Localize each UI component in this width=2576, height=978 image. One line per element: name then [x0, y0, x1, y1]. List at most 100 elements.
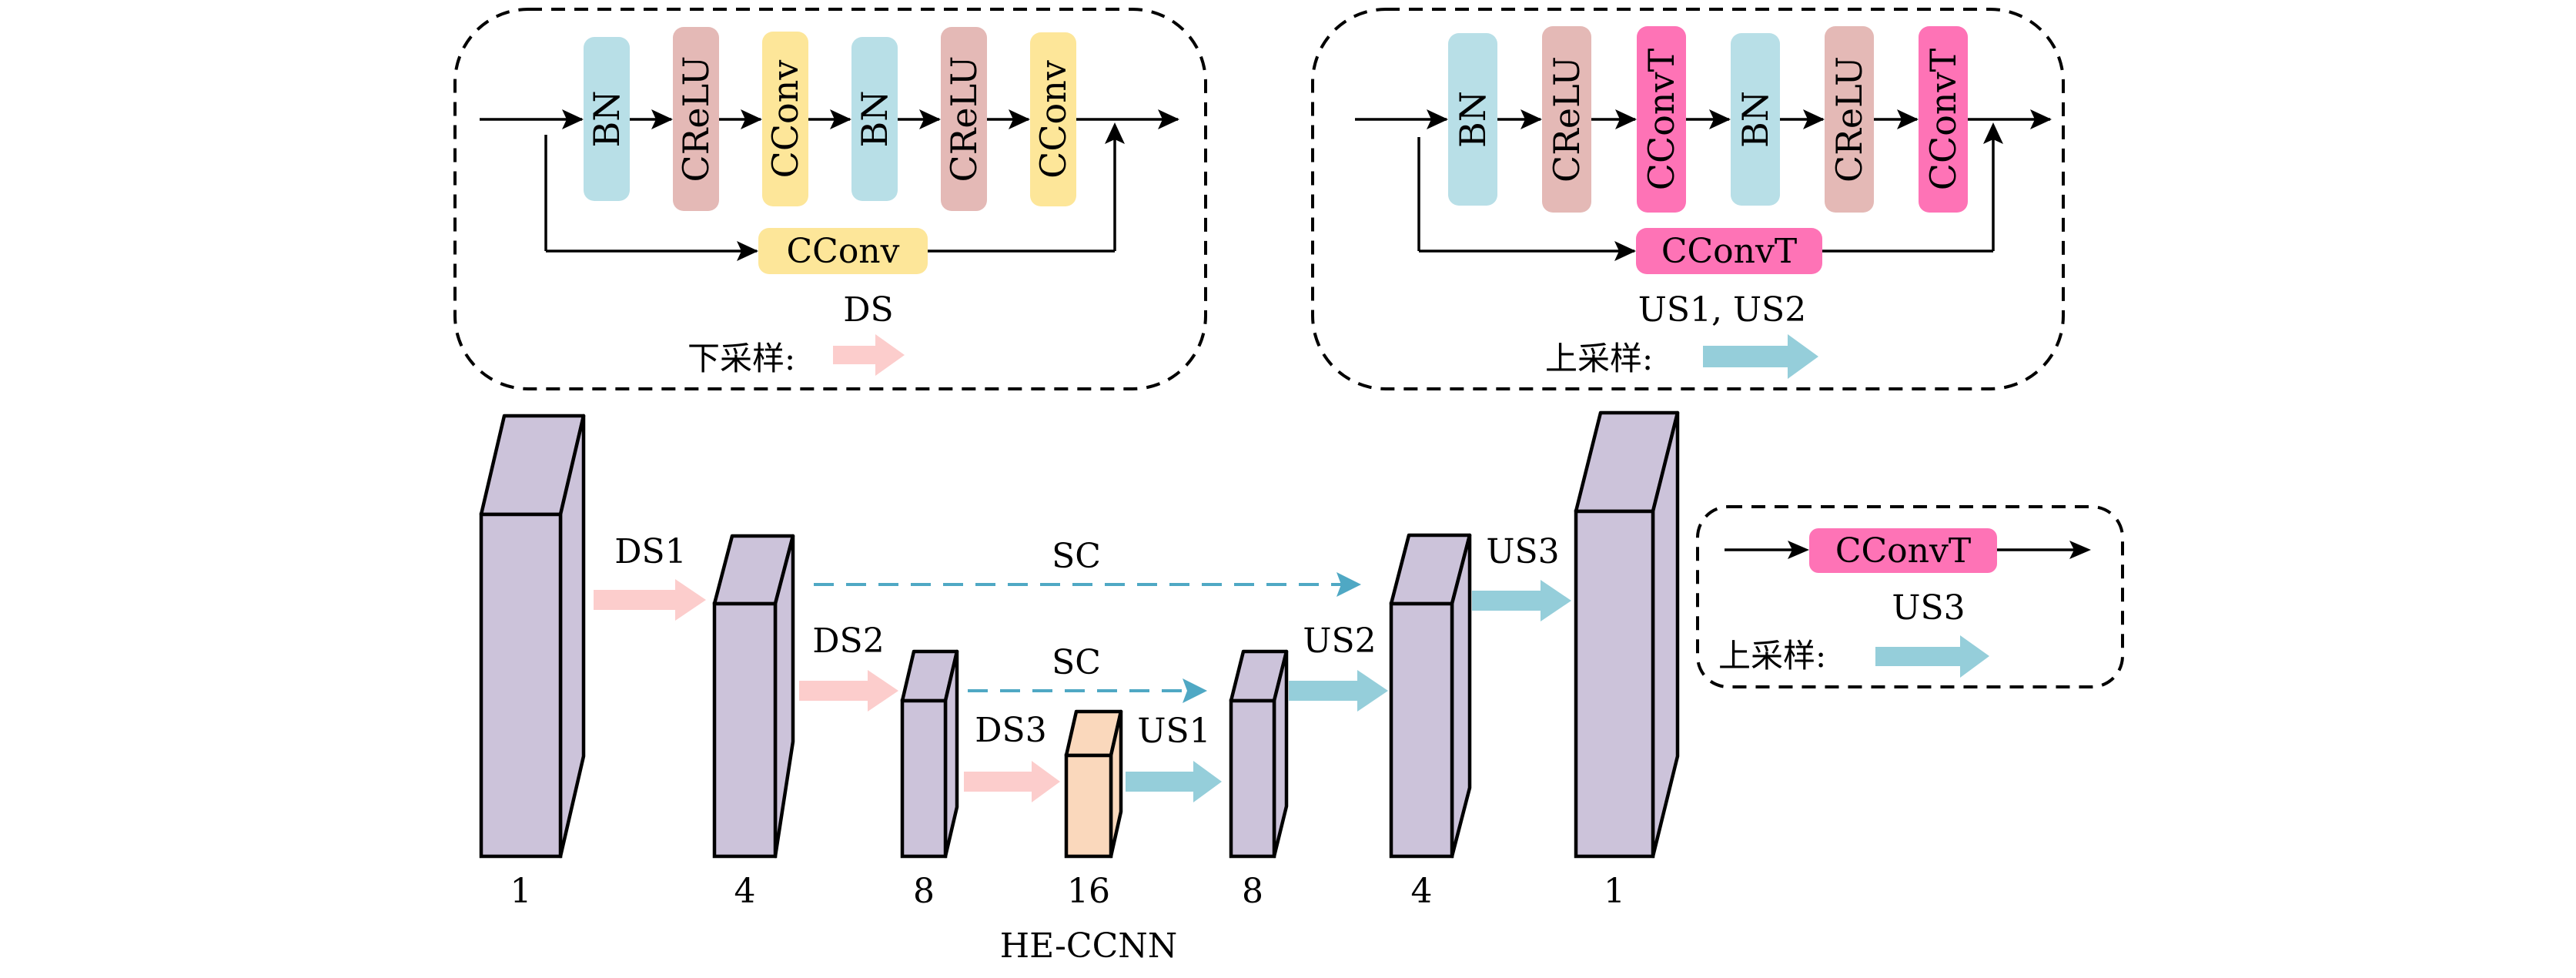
arrowhead-icon	[1615, 109, 1637, 129]
arrowhead-icon	[737, 241, 758, 261]
upsample-legend-arrow-us3	[1875, 635, 1989, 678]
ds-layer-label: CReLU	[943, 56, 985, 183]
arrowhead-icon	[1337, 572, 1361, 597]
ds-layer-cconv: CConv	[762, 32, 808, 206]
ds-skip-layer: CConv	[758, 228, 928, 274]
ds-layer-cconv: CConv	[1030, 32, 1076, 206]
ds-layer-label: CConv	[1032, 60, 1074, 179]
ds-layer-box	[851, 37, 898, 201]
transition-label: US2	[1303, 621, 1376, 661]
ds-layer-label: CReLU	[675, 56, 717, 183]
us-layer-bn: BN	[1448, 33, 1497, 206]
ds-layer-crelu: CReLU	[673, 27, 719, 211]
us3-cconvt-label: CConvT	[1835, 531, 1971, 571]
transition-label: US3	[1486, 532, 1559, 571]
us3-module-border	[1696, 505, 2124, 688]
block-channel-label: 8	[1242, 872, 1263, 911]
transition-label: DS2	[812, 621, 884, 661]
upsample-transition: US3	[1472, 532, 1571, 621]
ds-skip-label: CConv	[786, 232, 899, 271]
downsample-legend-arrow	[833, 334, 905, 376]
arrowhead-icon	[651, 109, 673, 129]
us-legend-label: 上采样:	[1545, 340, 1653, 377]
block-front-face	[1389, 601, 1454, 859]
transition-label: US1	[1137, 712, 1210, 751]
ds-layer-box	[673, 27, 719, 211]
skip-connection: SC	[814, 537, 1361, 597]
arrowhead-icon	[2030, 109, 2052, 129]
us-layer-cconvt: CConvT	[1919, 26, 1968, 213]
upsample-transition: US2	[1289, 621, 1388, 712]
ds-legend-label: 下采样:	[687, 340, 795, 377]
arrowhead-icon	[1427, 109, 1448, 129]
us-skip-box	[1636, 228, 1822, 274]
us-layer-crelu: CReLU	[1542, 26, 1591, 213]
downsample-arrow-icon	[799, 670, 898, 712]
us-layer-label: CReLU	[1828, 56, 1870, 183]
arrowhead-icon	[1803, 109, 1825, 129]
us-layer-box	[1637, 26, 1686, 213]
us-module: BN CReLU CConvT BN CReLU CConvT CConvT US1, US…	[1311, 8, 2065, 390]
us-module-border	[1311, 8, 2065, 390]
block-front-face	[900, 698, 948, 859]
us-skip-label: CConvT	[1661, 232, 1797, 271]
arrowhead-icon	[1897, 109, 1919, 129]
arrowhead-icon	[1009, 109, 1030, 129]
ds-skip-box	[758, 228, 928, 274]
block-channel-label: 1	[510, 872, 532, 911]
ds-layer-box	[584, 37, 630, 201]
downsample-arrow-icon	[594, 579, 706, 621]
upsample-arrow-icon	[1289, 670, 1388, 712]
arrowhead-icon	[741, 109, 762, 129]
arrowhead-icon	[830, 109, 851, 129]
block-front-face	[1064, 753, 1113, 859]
us-layer-label: BN	[1452, 91, 1494, 148]
ds-caption: DS	[843, 290, 893, 330]
block-channel-label: 4	[1411, 872, 1433, 911]
downsample-transition: DS3	[964, 711, 1060, 802]
us3-module: CConvT US3 上采样:	[1696, 505, 2124, 688]
arrowhead-icon	[1709, 109, 1731, 129]
us-skip-layer: CConvT	[1636, 228, 1822, 274]
ds-layer-box	[762, 32, 808, 206]
downsample-transition: DS2	[799, 621, 898, 712]
us-layer-box	[1542, 26, 1591, 213]
feature-block	[900, 649, 959, 859]
us-layer-label: CConvT	[1922, 48, 1964, 190]
arrowhead-icon	[2069, 541, 2091, 559]
skip-connection: SC	[968, 643, 1207, 703]
upsample-transition: US1	[1126, 712, 1222, 802]
ds-layer-box	[941, 27, 987, 211]
us3-legend-label: 上采样:	[1718, 637, 1826, 675]
us-caption: US1, US2	[1638, 290, 1806, 330]
arrowhead-icon	[1614, 241, 1636, 261]
us3-cconvt-box	[1809, 528, 1997, 573]
feature-block	[479, 414, 586, 859]
us-layer-box	[1731, 33, 1780, 206]
transition-label: DS3	[975, 711, 1046, 750]
us-layer-box	[1825, 26, 1874, 213]
arrowhead-icon	[919, 109, 941, 129]
network-caption: HE-CCNN	[1000, 926, 1178, 966]
downsample-arrow-icon	[964, 761, 1060, 802]
arrowhead-icon	[1105, 122, 1125, 144]
ds-layer-bn: BN	[584, 37, 630, 201]
skip-connection-label: SC	[1052, 643, 1101, 682]
block-front-face	[1574, 509, 1655, 859]
arrowhead-icon	[1788, 541, 1809, 559]
ds-layer-label: BN	[586, 90, 627, 147]
skip-connection-label: SC	[1052, 537, 1101, 576]
ds-layer-label: BN	[854, 90, 895, 147]
ds-layer-box	[1030, 32, 1076, 206]
us-layer-box	[1448, 33, 1497, 206]
upsample-legend-arrow	[1703, 334, 1818, 379]
us-layer-bn: BN	[1731, 33, 1780, 206]
feature-block	[1229, 649, 1289, 859]
arrowhead-icon	[1183, 678, 1207, 703]
us-layer-cconvt: CConvT	[1637, 26, 1686, 213]
feature-block	[1064, 709, 1123, 859]
us-layer-label: CReLU	[1546, 56, 1587, 183]
arrowhead-icon	[1983, 122, 2003, 144]
